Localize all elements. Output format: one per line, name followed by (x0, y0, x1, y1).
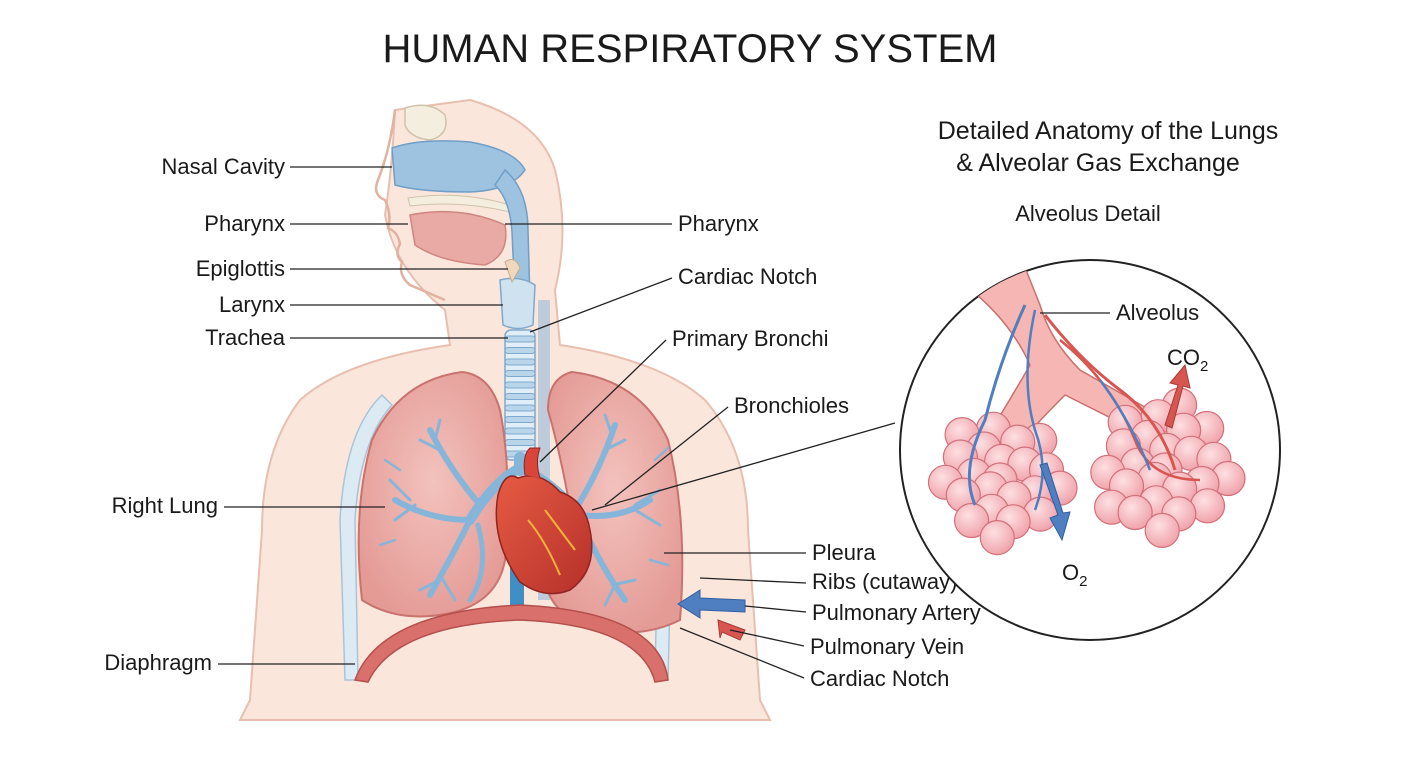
label-bronchioles: Bronchioles (734, 393, 849, 418)
trachea-ring (504, 347, 536, 354)
aortic-arch (523, 447, 541, 479)
label-right-lung: Right Lung (112, 493, 218, 518)
pulmonary-artery-arrow (677, 589, 746, 619)
coronary-vessels (527, 509, 576, 576)
trachea-ring (504, 416, 536, 423)
body-figure (238, 98, 772, 721)
label-nasal-cavity: Nasal Cavity (162, 154, 285, 179)
label-alveolus: Alveolus (1116, 300, 1199, 325)
label-o2: O2 (1062, 560, 1087, 590)
alveolus-bubble (1144, 512, 1180, 549)
trachea-ring (504, 381, 536, 389)
label-pleura: Pleura (812, 540, 876, 565)
sinus-bone (404, 104, 447, 141)
label-pulmonary-artery: Pulmonary Artery (812, 600, 981, 625)
tongue (409, 210, 507, 266)
label-larynx: Larynx (219, 292, 285, 317)
trachea-ring (504, 427, 536, 435)
right-labels: Pharynx Cardiac Notch Primary Bronchi Br… (505, 211, 981, 691)
capillary-blue (967, 304, 1027, 506)
trachea-ring (504, 335, 536, 343)
o2-arrow (1039, 462, 1071, 542)
alveolus-bubble (1117, 494, 1153, 531)
label-ribs: Ribs (cutaway) (812, 569, 957, 594)
label-pulmonary-vein: Pulmonary Vein (810, 634, 964, 659)
heart-shape (495, 475, 593, 595)
label-trachea: Trachea (205, 325, 286, 350)
label-pharynx-right: Pharynx (678, 211, 759, 236)
nasal-cavity-shape (391, 140, 526, 193)
trachea-ring (504, 358, 536, 366)
larynx-shape (499, 277, 536, 330)
label-co2: CO2 (1167, 345, 1208, 375)
trachea-ring (504, 404, 536, 412)
diaphragm-shape (353, 604, 669, 683)
inset-title: Alveolus Detail (1015, 201, 1161, 226)
detail-heading-line1: Detailed Anatomy of the Lungs (938, 117, 1279, 145)
capillary-red (1043, 314, 1177, 471)
label-pharynx-left: Pharynx (204, 211, 285, 236)
alveolus-bubble (953, 502, 990, 539)
page-title: HUMAN RESPIRATORY SYSTEM (383, 27, 998, 71)
label-diaphragm: Diaphragm (104, 650, 212, 675)
label-epiglottis: Epiglottis (196, 256, 285, 281)
label-primary-bronchi: Primary Bronchi (672, 326, 828, 351)
trachea-ring (504, 393, 536, 400)
co2-arrow (1164, 363, 1191, 429)
face-profile (374, 109, 446, 302)
trachea-rings (504, 329, 536, 461)
right-lung-shape (357, 370, 509, 618)
epiglottis-shape (504, 259, 521, 284)
inset-pointer-line (591, 422, 896, 511)
left-labels: Nasal Cavity Pharynx Epiglottis Larynx T… (104, 154, 508, 675)
alveolus-inset: Alveolus CO2 O2 (899, 259, 1281, 641)
trachea-ring (504, 370, 536, 377)
trachea-ring (504, 439, 536, 446)
alveolus-bubble (979, 519, 1015, 556)
label-cardiac-notch-upper: Cardiac Notch (678, 264, 817, 289)
detail-heading-line2: & Alveolar Gas Exchange (956, 149, 1240, 177)
label-cardiac-notch-lower: Cardiac Notch (810, 666, 949, 691)
